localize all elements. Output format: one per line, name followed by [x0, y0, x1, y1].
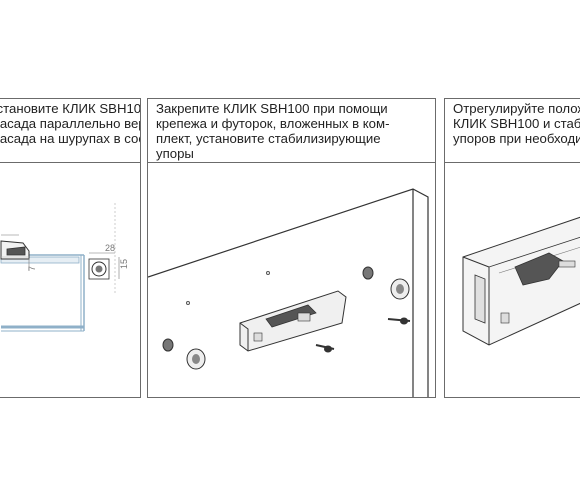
- screw-icon: [315, 344, 335, 353]
- caption-line: крепежа и футорок, вложенных в ком-: [156, 116, 390, 131]
- caption-line: Установите КЛИК SBH100 по центру: [0, 101, 141, 116]
- step-3-caption: Отрегулируйте положение КЛИК SBH100 и ст…: [445, 99, 580, 163]
- caption-line: упоры: [156, 146, 194, 161]
- step-1-caption: Установите КЛИК SBH100 по центру фасада …: [0, 99, 140, 163]
- step-panel-1: Установите КЛИК SBH100 по центру фасада …: [0, 98, 141, 398]
- caption-line: плект, установите стабилизирующие: [156, 131, 381, 146]
- screw-icon: [387, 317, 411, 325]
- dimension-28: 28: [105, 243, 115, 253]
- mounting-diagram-3: [462, 216, 580, 346]
- mounting-diagram-1: 28 15 7: [0, 203, 129, 332]
- caption-line: Отрегулируйте положение: [453, 101, 580, 116]
- bushing-right: [362, 266, 410, 300]
- step-panel-3: Отрегулируйте положение КЛИК SBH100 и ст…: [444, 98, 580, 398]
- mounting-diagram-2: [148, 188, 429, 397]
- step-2-caption: Закрепите КЛИК SBH100 при помощи крепежа…: [148, 99, 435, 163]
- caption-line: упоров при необходимости: [453, 131, 580, 146]
- caption-line: фасада на шурупах в соответствии: [0, 131, 140, 146]
- dimension-7: 7: [27, 266, 37, 271]
- click-mechanism: [239, 290, 347, 352]
- dimension-15: 15: [119, 259, 129, 269]
- caption-line: фасада параллельно верхней линии: [0, 116, 140, 131]
- caption-line: КЛИК SBH100 и стабилизирующих: [453, 116, 580, 131]
- caption-line: Закрепите КЛИК SBH100 при помощи: [156, 101, 388, 116]
- step-panel-2: Закрепите КЛИК SBH100 при помощи крепежа…: [147, 98, 436, 398]
- bushing-left: [162, 338, 206, 370]
